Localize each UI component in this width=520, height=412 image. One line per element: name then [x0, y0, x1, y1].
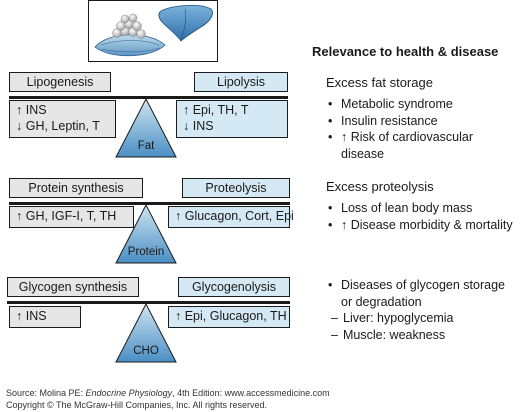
- lipogenesis-factor-1: ↑ INS: [16, 103, 47, 117]
- proteolysis-factor-1: ↑ Glucagon, Cort, Epi: [175, 209, 294, 223]
- proteolysis-factors: ↑ Glucagon, Cort, Epi: [168, 206, 294, 228]
- tissue-illustration: [94, 5, 213, 57]
- liver-icon: [158, 5, 213, 42]
- copyright-line: Copyright © The McGraw-Hill Companies, I…: [6, 400, 268, 410]
- cho-disease-list: Diseases of glycogen storage or degradat…: [327, 277, 517, 343]
- cho-fulcrum-label: CHO: [133, 345, 159, 357]
- protein-synthesis-label: Protein synthesis: [9, 178, 143, 198]
- cho-sub-2: Muscle: weakness: [327, 327, 517, 344]
- proteolysis-label: Proteolysis: [182, 178, 290, 198]
- lipolysis-label: Lipolysis: [194, 72, 288, 92]
- source-line: Source: Molina PE: Endocrine Physiology,…: [6, 388, 330, 398]
- cho-sub-1: Liver: hypoglycemia: [327, 310, 517, 327]
- lipogenesis-factors: ↑ INS ↓ GH, Leptin, T: [9, 100, 116, 138]
- fat-balance-beam: [9, 96, 288, 99]
- fat-disease-2: Insulin resistance: [327, 113, 517, 130]
- lipolysis-factor-1: ↑ Epi, TH, T: [183, 103, 249, 117]
- lipogenesis-factor-2: ↓ GH, Leptin, T: [16, 118, 100, 133]
- glycogenolysis-factors: ↑ Epi, Glucagon, TH: [168, 306, 290, 328]
- fat-disease-3: ↑ Risk of cardiovascular disease: [327, 129, 517, 162]
- fat-fulcrum: [115, 99, 177, 158]
- fat-disease-1: Metabolic syndrome: [327, 96, 517, 113]
- glycogen-synthesis-label: Glycogen synthesis: [7, 277, 139, 297]
- lipolysis-factors: ↑ Epi, TH, T ↓ INS: [176, 100, 288, 138]
- protein-fulcrum-label: Protein: [127, 246, 165, 258]
- lipolysis-factor-2: ↓ INS: [183, 118, 214, 133]
- cho-balance-beam: [7, 301, 290, 304]
- glycogen-synthesis-factor-1: ↑ INS: [16, 309, 47, 323]
- protein-synthesis-factors: ↑ GH, IGF-I, T, TH: [9, 206, 134, 228]
- lipogenesis-label: Lipogenesis: [9, 72, 111, 92]
- fat-disease-list: Metabolic syndrome Insulin resistance ↑ …: [327, 96, 517, 162]
- muscle-icon: [94, 34, 166, 57]
- glycogen-synthesis-factors: ↑ INS: [9, 306, 81, 328]
- protein-category: Excess proteolysis: [326, 179, 434, 194]
- protein-balance-beam: [9, 202, 290, 205]
- tissue-illustration-frame: [88, 0, 218, 62]
- cho-fulcrum: [115, 304, 177, 363]
- protein-synthesis-factor-1: ↑ GH, IGF-I, T, TH: [16, 209, 117, 223]
- fat-category: Excess fat storage: [326, 75, 433, 90]
- glycogenolysis-label: Glycogenolysis: [178, 277, 290, 297]
- protein-disease-1: Loss of lean body mass: [327, 200, 517, 217]
- fat-fulcrum-label: Fat: [137, 140, 155, 152]
- protein-disease-list: Loss of lean body mass ↑ Disease morbidi…: [327, 200, 517, 233]
- cho-disease-1: Diseases of glycogen storage or degradat…: [327, 277, 517, 343]
- protein-disease-2: ↑ Disease morbidity & mortality: [327, 217, 517, 234]
- fat-cells-icon: [112, 13, 146, 39]
- relevance-heading: Relevance to health & disease: [312, 44, 499, 59]
- glycogenolysis-factor-1: ↑ Epi, Glucagon, TH: [175, 309, 287, 323]
- cho-sub-list: Liver: hypoglycemia Muscle: weakness: [327, 310, 517, 343]
- protein-fulcrum: [115, 205, 177, 264]
